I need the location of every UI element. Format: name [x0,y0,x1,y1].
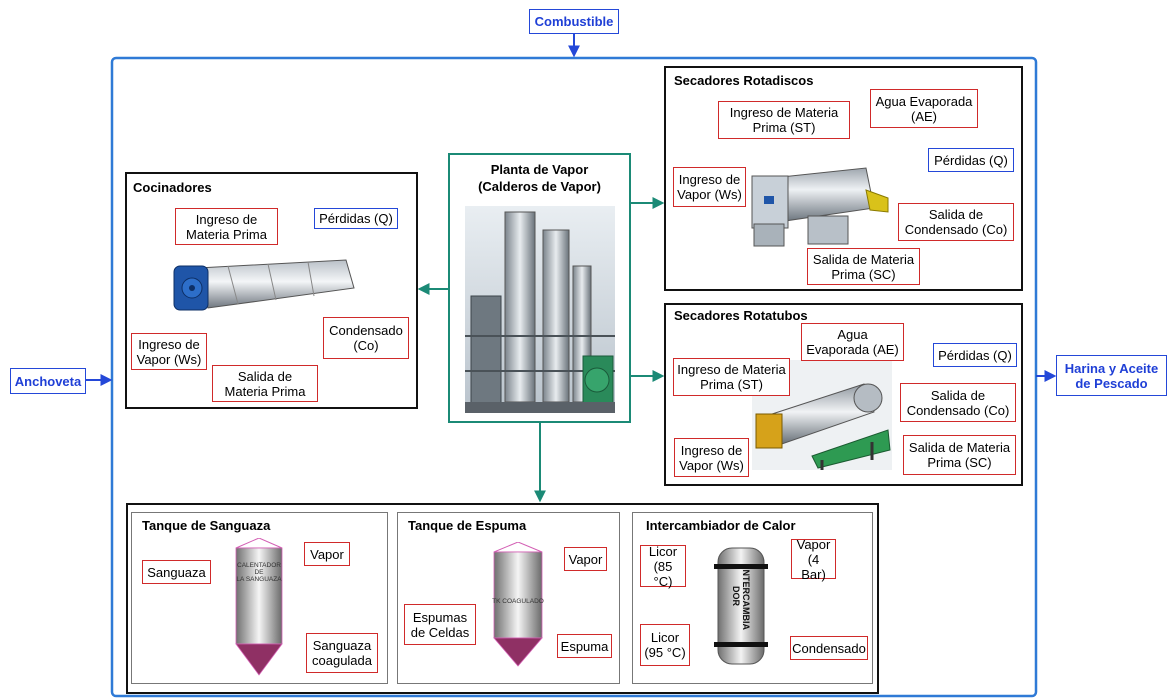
coc-perdidas-label: Pérdidas (Q) [314,208,398,229]
rd-ingreso-vapor-label: Ingreso de Vapor (Ws) [673,167,746,207]
espuma-tank-text: TK COAGULADO [492,598,544,605]
rt-agua-evap-label: Agua Evaporada (AE) [801,323,904,361]
ic-vapor-label: Vapor (4 Bar) [791,537,836,582]
anchoveta-label: Anchoveta [10,368,86,394]
ic-condensado-label: Condensado [790,636,868,660]
rt-salida-cond-label: Salida de Condensado (Co) [900,383,1016,422]
planta-vapor-title: Planta de Vapor (Calderos de Vapor) [478,162,601,194]
ic-licor-out-label: Licor (95 °C) [640,624,690,666]
rd-agua-evap-label: Agua Evaporada (AE) [870,89,978,128]
rt-ingreso-mp-label: Ingreso de Materia Prima (ST) [673,358,790,396]
ic-licor-in-label: Licor (85 °C) [640,544,686,589]
rotadiscos-title: Secadores Rotadiscos [674,73,814,88]
heat-exchanger-image [714,547,768,665]
rd-salida-mp-label: Salida de Materia Prima (SC) [807,248,920,285]
coc-ingreso-mp-label: Ingreso de Materia Prima [175,208,278,245]
output-label: Harina y Aceite de Pescado [1056,355,1167,396]
rt-perdidas-label: Pérdidas (Q) [933,343,1017,367]
rd-ingreso-mp-label: Ingreso de Materia Prima (ST) [718,101,850,139]
rotatubos-title: Secadores Rotatubos [674,308,808,323]
sanguaza-title: Tanque de Sanguaza [142,518,271,533]
combustible-label: Combustible [529,9,619,34]
cooker-image [173,259,355,311]
coc-ingreso-vapor-label: Ingreso de Vapor (Ws) [131,333,207,370]
sanguaza-out-label: Sanguaza coagulada [306,633,378,673]
cocinadores-title: Cocinadores [133,180,212,195]
coc-condensado-label: Condensado (Co) [323,317,409,359]
sanguaza-tank-text: CALENTADOR DE LA SANGUAZA [236,562,282,583]
rotadisc-dryer-image [751,167,889,247]
espuma-title: Tanque de Espuma [408,518,527,533]
rd-perdidas-label: Pérdidas (Q) [928,148,1014,172]
sanguaza-vapor-label: Vapor [304,542,350,566]
sanguaza-tank-image [235,538,283,676]
espuma-vapor-label: Vapor [564,547,607,571]
hx-tank-text: INTERCAMBIA DOR [731,567,751,630]
coc-salida-mp-label: Salida de Materia Prima [212,365,318,402]
espuma-out-label: Espuma [557,634,612,658]
rt-salida-mp-label: Salida de Materia Prima (SC) [903,435,1016,475]
espuma-tank-image [493,542,543,667]
rt-ingreso-vapor-label: Ingreso de Vapor (Ws) [674,438,749,477]
intercambiador-title: Intercambiador de Calor [646,518,796,533]
espuma-in-label: Espumas de Celdas [404,604,476,645]
sanguaza-in-label: Sanguaza [142,560,211,584]
rd-salida-cond-label: Salida de Condensado (Co) [898,203,1014,241]
boiler-plant-image [465,206,615,413]
